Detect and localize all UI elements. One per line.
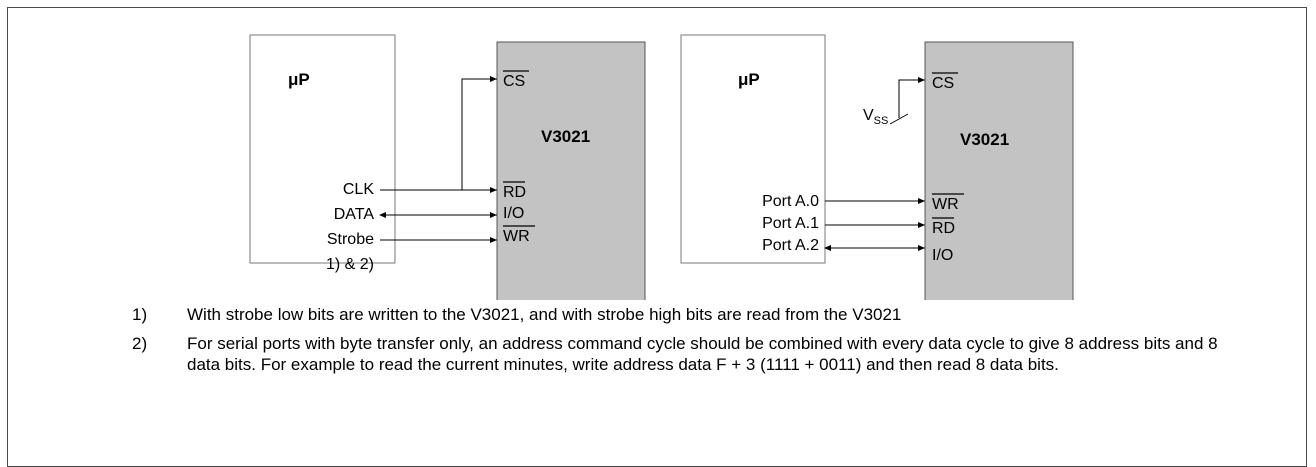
right-pin-porta1: Port A.1	[762, 215, 819, 232]
right-chip-pin-cs: CS	[932, 75, 954, 92]
right-chip-pin-rd: RD	[932, 220, 955, 237]
right-chip-label: V3021	[960, 130, 1009, 149]
right-mcu-box	[680, 34, 826, 264]
right-chip-pin-io: I/O	[932, 247, 953, 264]
footnote-1: 1) With strobe low bits are written to t…	[132, 304, 1232, 325]
footnote-2: 2) For serial ports with byte transfer o…	[132, 333, 1232, 375]
wire-clk-cs	[461, 76, 497, 190]
left-pin-clk: CLK	[343, 181, 374, 198]
left-pin-strobe: Strobe	[327, 231, 374, 248]
vss-symbol	[889, 113, 909, 125]
footnote-number: 1)	[132, 305, 148, 324]
right-pin-porta2: Port A.2	[762, 237, 819, 254]
left-mcu-label: μP	[288, 70, 310, 89]
wire-vss-cs	[898, 77, 925, 118]
footnote-text: With strobe low bits are written to the …	[187, 305, 902, 324]
vss-label: VSS	[863, 107, 888, 127]
left-chip-pin-wr: WR	[503, 228, 530, 245]
footnotes: 1) With strobe low bits are written to t…	[132, 304, 1232, 383]
right-chip-pin-wr: WR	[932, 196, 959, 213]
left-chip-pin-io: I/O	[503, 205, 524, 222]
right-pin-porta0: Port A.0	[762, 193, 819, 210]
footnote-text: For serial ports with byte transfer only…	[187, 334, 1218, 374]
interface-diagram: μP CLK DATA Strobe 1) & 2) V3021 CS RD I…	[249, 34, 1074, 300]
left-chip-pin-rd: RD	[503, 184, 526, 201]
left-pin-data: DATA	[334, 206, 375, 223]
left-chip-box	[496, 41, 646, 300]
footnote-number: 2)	[132, 334, 148, 353]
right-chip-box	[924, 41, 1074, 300]
left-pin-note-ref: 1) & 2)	[326, 256, 374, 273]
left-mcu-box	[249, 34, 396, 264]
left-chip-pin-cs: CS	[503, 73, 525, 90]
left-chip-label: V3021	[541, 127, 590, 146]
right-mcu-label: μP	[738, 70, 760, 89]
